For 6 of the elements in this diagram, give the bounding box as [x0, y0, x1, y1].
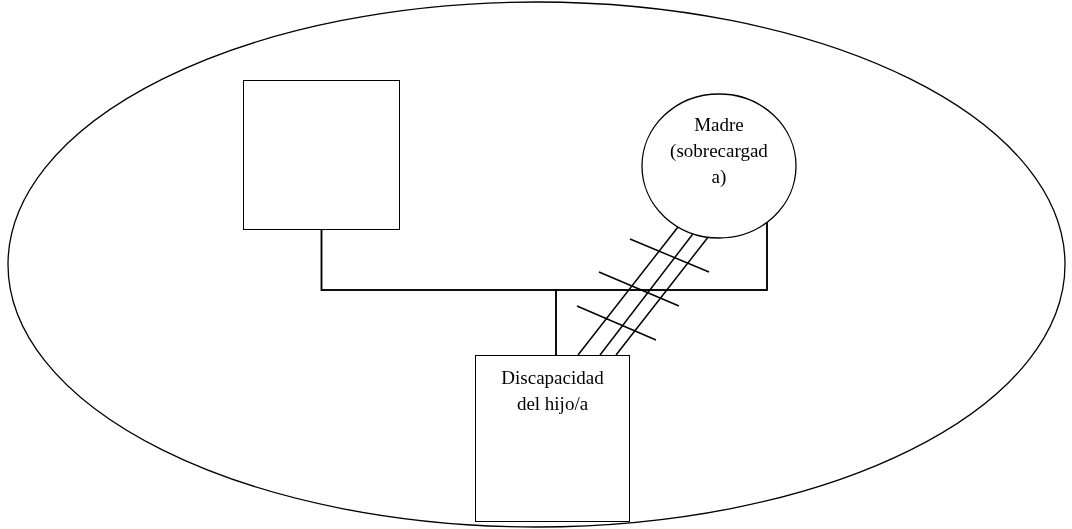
node-label: Madre (sobrecargada): [670, 113, 768, 189]
relation-line: [615, 236, 709, 356]
relation-line: [577, 226, 679, 356]
relation-line: [599, 233, 694, 356]
relation-line: [555, 221, 768, 356]
node-label: Discapacidad del hijo/a: [500, 366, 605, 416]
